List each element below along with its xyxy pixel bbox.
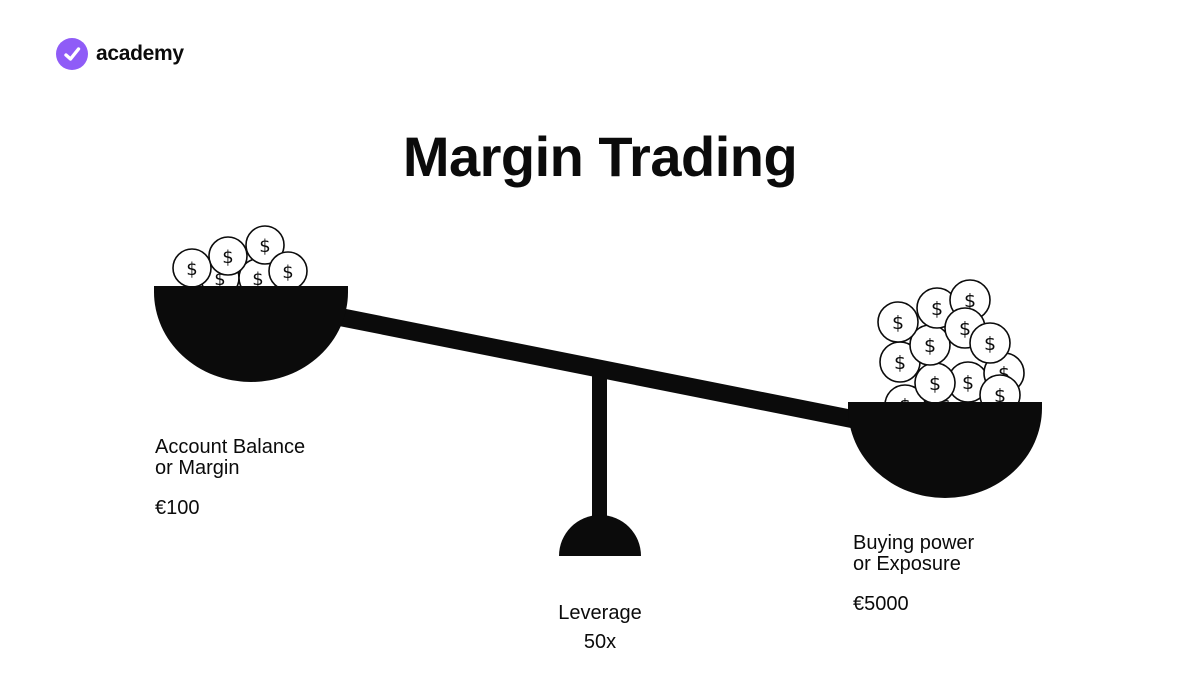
brand-name: academy: [96, 42, 184, 65]
lever-beam: [328, 306, 864, 430]
left-pan: [154, 286, 348, 382]
fulcrum-label: Leverage: [558, 602, 642, 624]
left-label-line2: or Margin: [155, 457, 240, 479]
right-pan-value: €5000: [853, 593, 909, 615]
svg-text:$: $: [959, 318, 971, 340]
dollar-coin-icon: $: [909, 324, 951, 366]
right-pan-label: Buying power or Exposure: [853, 533, 974, 575]
svg-text:$: $: [186, 259, 197, 280]
fulcrum-post: [592, 372, 607, 524]
svg-text:$: $: [931, 298, 943, 320]
dollar-coin-icon: $: [969, 322, 1011, 364]
svg-text:$: $: [964, 290, 976, 312]
dollar-coin-icon: $: [879, 341, 921, 383]
svg-text:$: $: [924, 335, 936, 357]
check-icon: [56, 38, 88, 70]
svg-text:$: $: [929, 373, 941, 395]
page-title: Margin Trading: [402, 125, 798, 188]
svg-text:$: $: [222, 247, 233, 268]
dollar-coin-icon: $: [877, 301, 919, 343]
dollar-coin-icon: $: [268, 251, 308, 291]
brand-logo: academy: [56, 38, 184, 70]
svg-text:$: $: [984, 333, 996, 355]
svg-text:$: $: [994, 385, 1006, 407]
dollar-coin-icon: $: [245, 225, 285, 265]
left-label-line1: Account Balance: [155, 436, 306, 458]
dollar-coin-icon: $: [172, 248, 212, 288]
dollar-coin-icon: $: [914, 362, 956, 404]
right-pan: [848, 402, 1042, 498]
left-coin-pile: $$$$$$: [172, 225, 308, 298]
fulcrum-value: 50x: [583, 631, 617, 653]
svg-text:$: $: [259, 236, 270, 257]
svg-text:$: $: [962, 372, 974, 394]
dollar-coin-icon: $: [208, 236, 248, 276]
svg-text:$: $: [892, 312, 904, 334]
right-label-line1: Buying power: [853, 532, 975, 554]
svg-text:$: $: [252, 269, 263, 290]
right-label-line2: or Exposure: [853, 553, 961, 575]
left-pan-label: Account Balance or Margin: [155, 437, 305, 479]
fulcrum-base: [559, 515, 641, 556]
left-pan-value: €100: [155, 497, 200, 519]
svg-text:$: $: [282, 262, 293, 283]
svg-text:$: $: [214, 269, 225, 290]
svg-text:$: $: [894, 352, 906, 374]
